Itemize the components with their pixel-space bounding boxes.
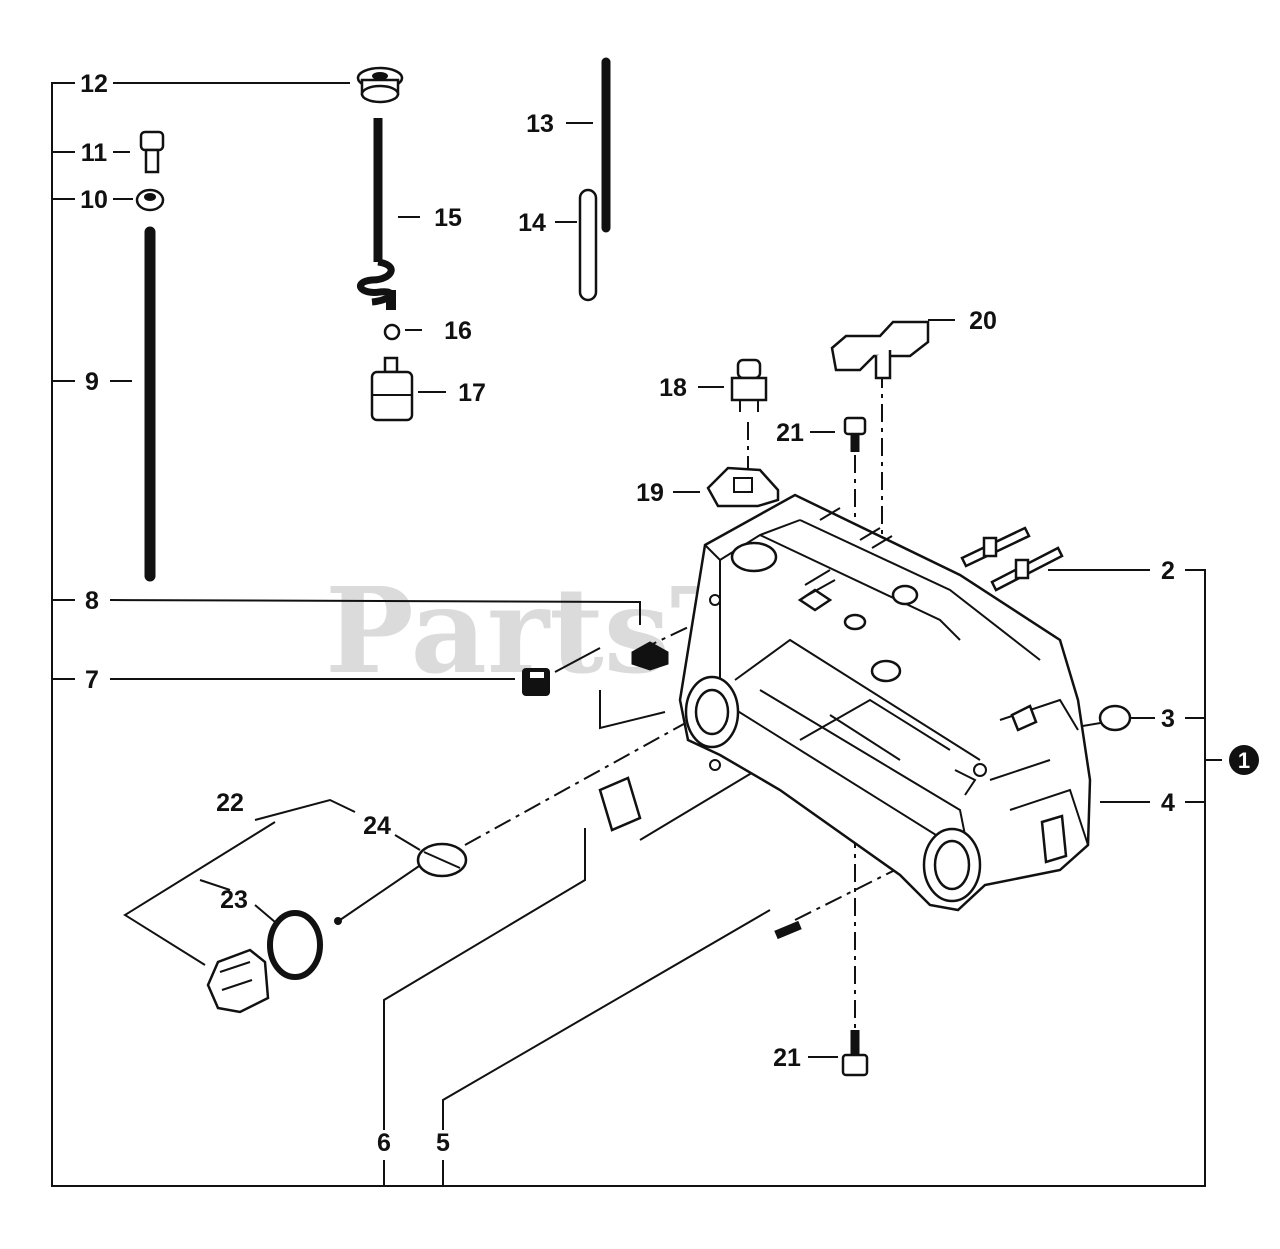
callout-18: 18	[659, 374, 687, 402]
assembly-bracket	[51, 82, 1222, 1187]
part-12-grommet	[356, 66, 404, 104]
part-19-cover	[706, 466, 780, 508]
callout-12: 12	[80, 70, 108, 98]
part-11-bolt	[139, 130, 165, 174]
callout-17: 17	[458, 379, 486, 407]
callout-23: 23	[220, 886, 248, 914]
callout-19: 19	[636, 479, 664, 507]
callout-10: 10	[80, 186, 108, 214]
callout-22: 22	[216, 789, 244, 817]
part-23-o-ring	[267, 910, 323, 980]
callout-21-upper: 21	[776, 419, 804, 447]
callout-13: 13	[526, 110, 554, 138]
callout-7: 7	[85, 666, 99, 694]
part-4-case	[678, 493, 1092, 912]
part-22-oil-cap	[206, 948, 270, 1014]
callout-20: 20	[969, 307, 997, 335]
callout-11: 11	[81, 139, 108, 167]
callout-8: 8	[85, 587, 99, 615]
part-21-lower-bolt	[841, 1030, 869, 1077]
part-2-studs	[960, 526, 1064, 592]
part-15-oil-hose	[356, 118, 396, 310]
callout-5: 5	[436, 1129, 450, 1157]
callout-9: 9	[85, 368, 99, 396]
part-24-dipstick	[334, 842, 468, 925]
callout-15: 15	[434, 204, 462, 232]
part-21-upper-bolt	[843, 416, 867, 452]
part-6-label	[598, 776, 642, 832]
part-8-clip	[631, 641, 669, 671]
callout-labels: 12 11 10 9 8 7 15 16 17 13 14 20 18 21 1…	[80, 70, 1175, 1157]
callout-21-lower: 21	[773, 1044, 801, 1072]
part-16-clip	[383, 323, 401, 341]
part-10-seal	[135, 188, 165, 212]
part-18-switch	[730, 358, 768, 412]
callout-14: 14	[518, 209, 546, 237]
callout-2: 2	[1161, 557, 1175, 585]
part-14-pin	[578, 188, 598, 302]
part-20-lever	[830, 320, 930, 380]
part-3-plug	[1098, 704, 1132, 732]
assembly-marker-circle	[1229, 745, 1259, 775]
assembly-marker-label: 1	[1238, 748, 1250, 773]
part-7-cap	[522, 668, 550, 696]
part-17-oil-filter	[370, 356, 414, 422]
part-5-screw	[774, 920, 802, 940]
callout-3: 3	[1161, 705, 1175, 733]
callout-24: 24	[363, 812, 391, 840]
callout-16: 16	[444, 317, 472, 345]
callout-6: 6	[377, 1129, 391, 1157]
callout-4: 4	[1161, 789, 1175, 817]
